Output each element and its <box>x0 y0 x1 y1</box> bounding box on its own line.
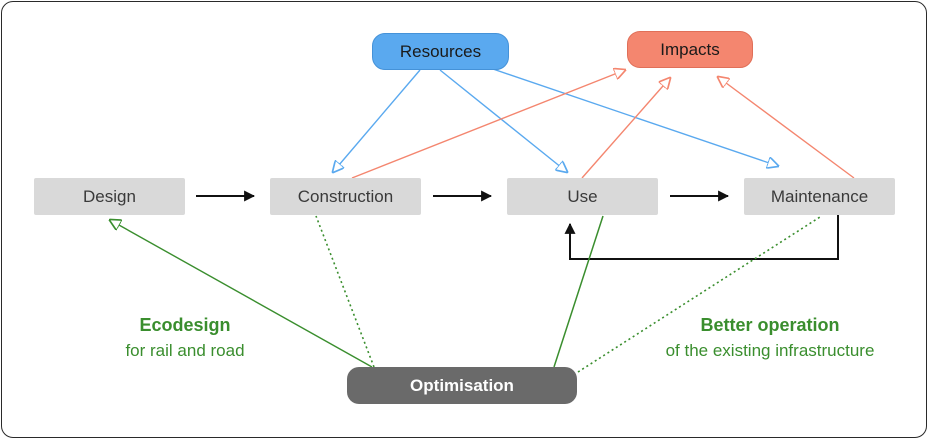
resources-to-maintenance-arrow <box>489 67 778 166</box>
better-operation-title: Better operation <box>700 315 840 335</box>
better-operation-subtitle: of the existing infrastructure <box>665 341 875 360</box>
construction-stage: Construction <box>270 178 421 215</box>
ecodesign-subtitle: for rail and road <box>125 341 245 360</box>
ecodesign-caption: Ecodesign for rail and road <box>90 313 280 363</box>
use-to-impacts-arrow <box>581 78 670 179</box>
maintenance-to-use-feedback-arrow <box>564 215 839 260</box>
optimisation-to-use-line <box>553 215 604 368</box>
optimisation-node: Optimisation <box>347 367 577 404</box>
optimisation-to-design-arrow <box>110 220 373 368</box>
ecodesign-title: Ecodesign <box>139 315 231 335</box>
use-stage: Use <box>507 178 658 215</box>
better-operation-caption: Better operation of the existing infrast… <box>630 313 910 363</box>
resources-to-use-arrow <box>439 69 567 172</box>
impacts-node: Impacts <box>627 31 753 68</box>
maintenance-stage: Maintenance <box>744 178 895 215</box>
resources-node: Resources <box>372 33 509 70</box>
resources-to-construction-arrow <box>333 69 421 172</box>
optimisation-to-construction-dotted <box>315 215 375 368</box>
construction-to-impacts-arrow <box>351 70 625 179</box>
maintenance-to-impacts-arrow <box>718 77 855 179</box>
design-stage: Design <box>34 178 185 215</box>
